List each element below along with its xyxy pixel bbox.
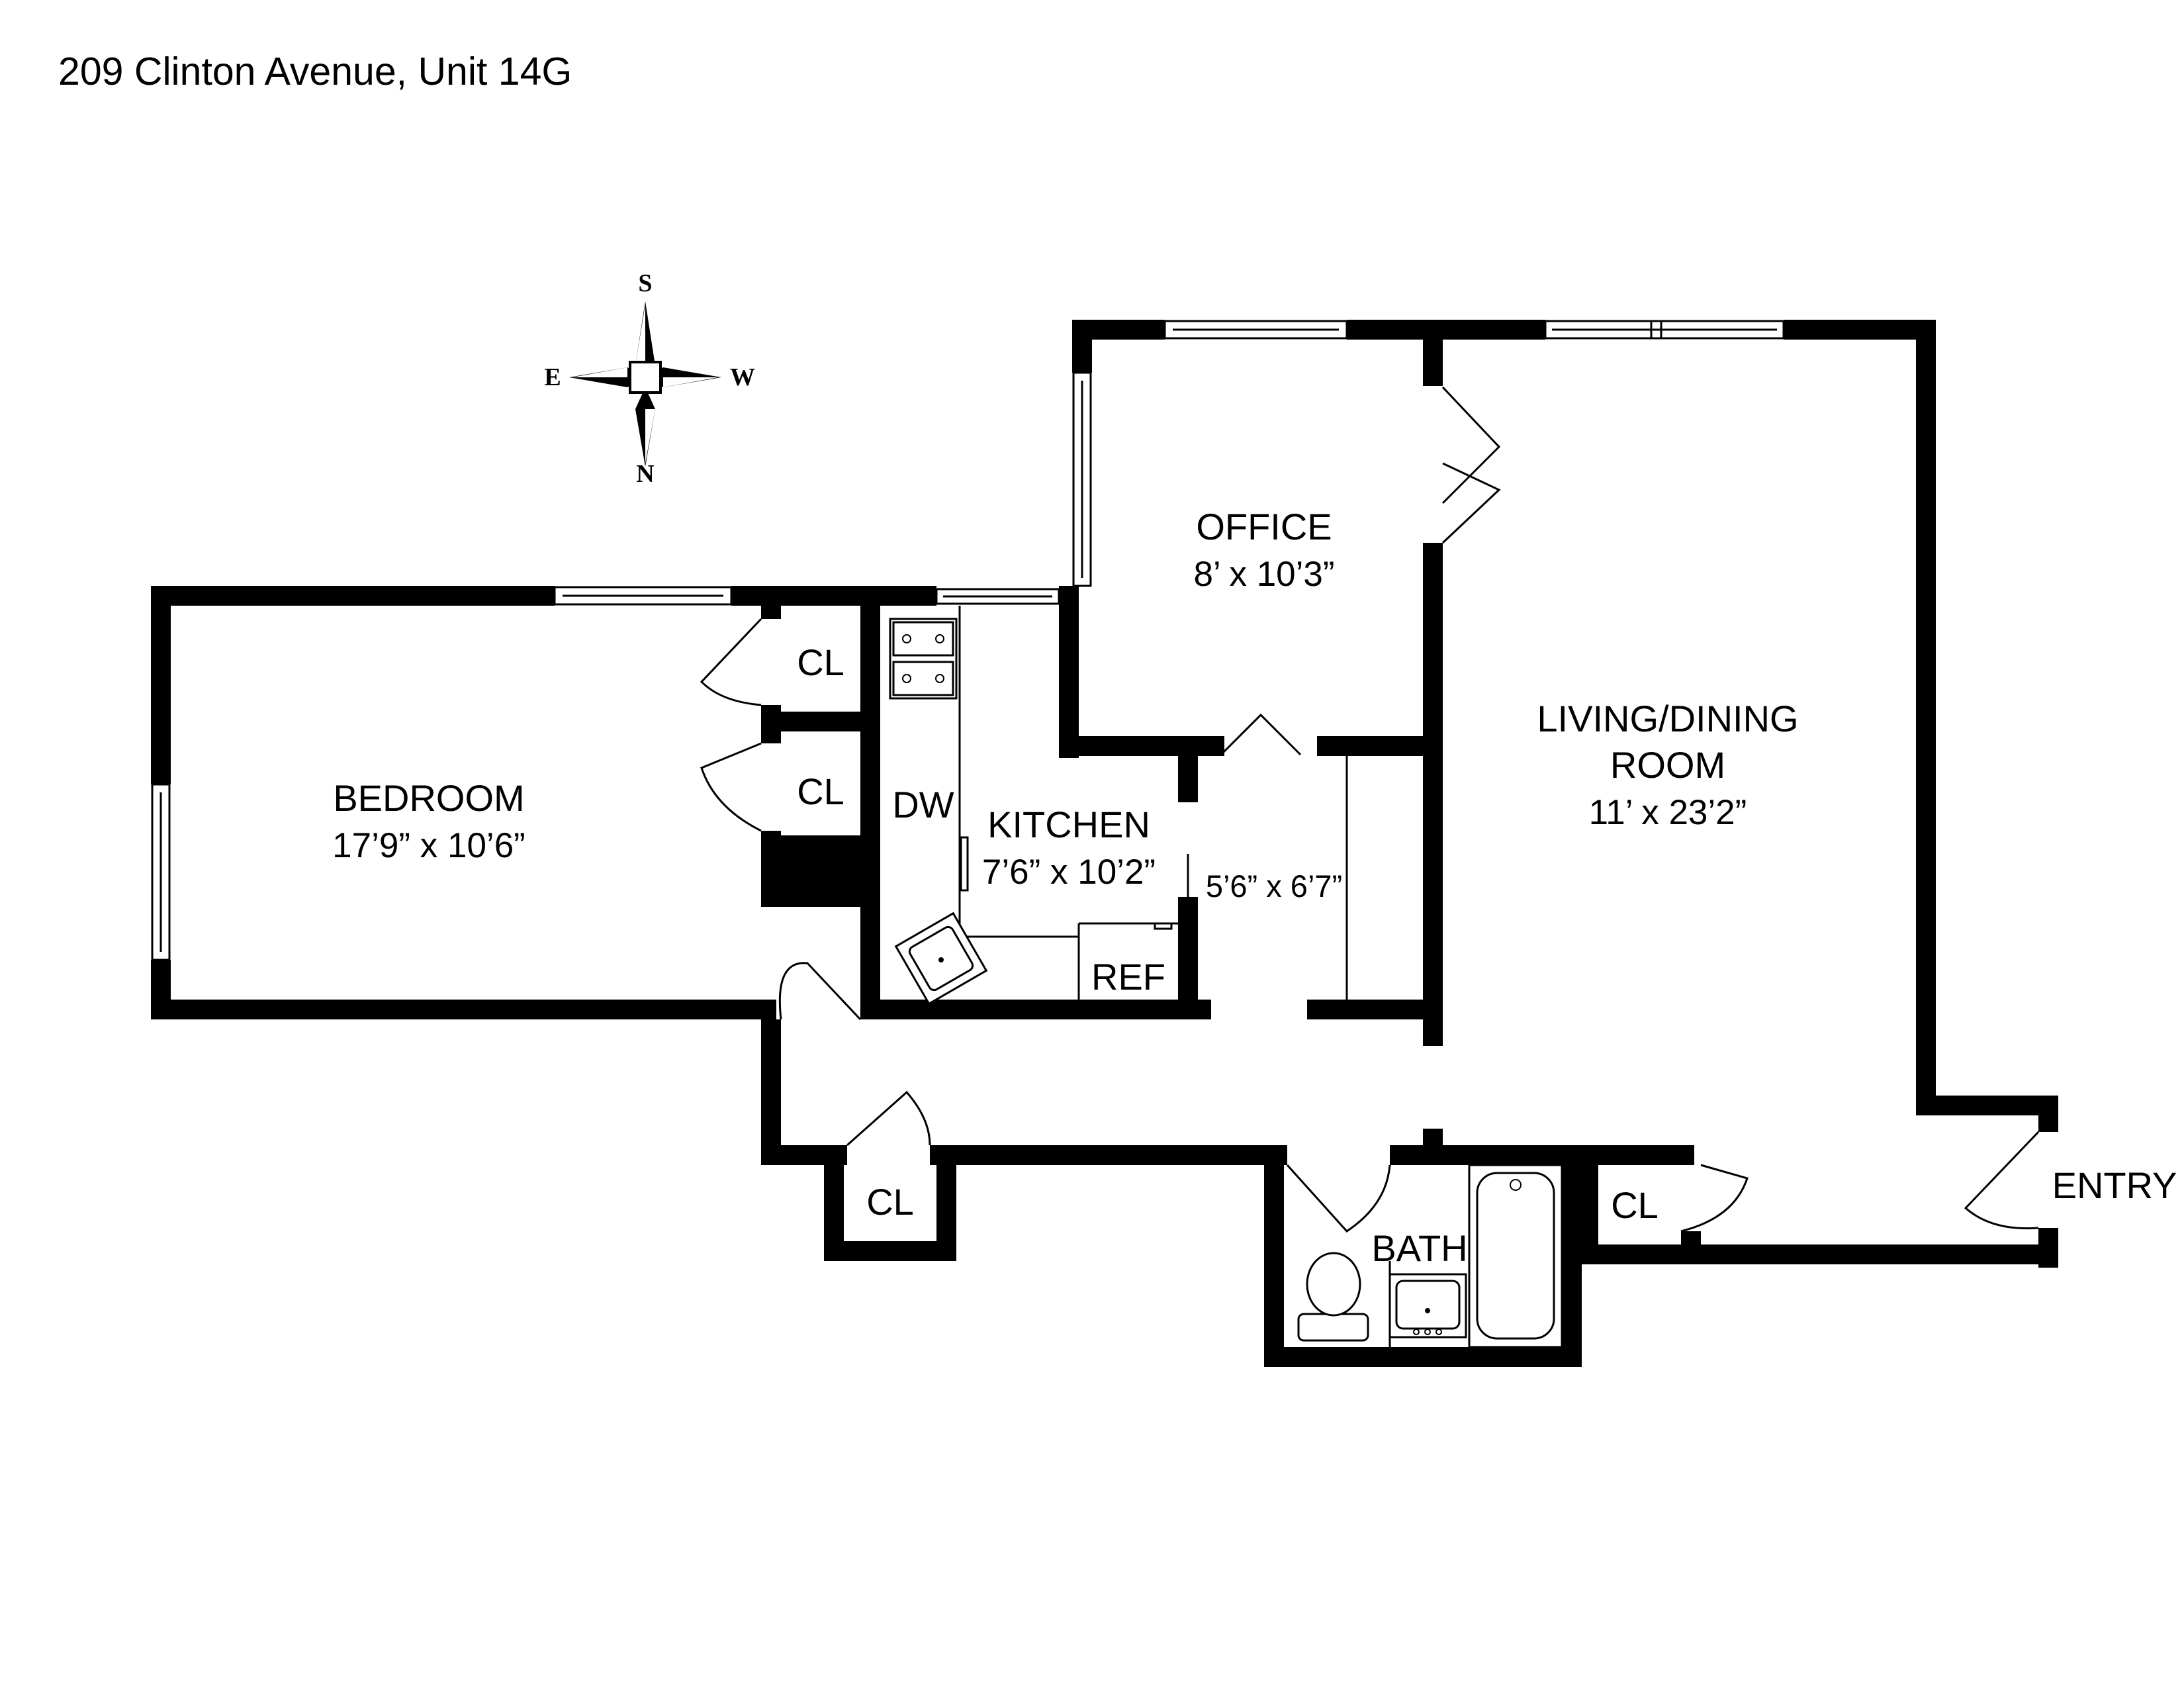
dishwasher-label: DW <box>892 784 954 825</box>
living-dims: 11’ x 23’2” <box>1589 793 1747 832</box>
entry-label: ENTRY <box>2052 1164 2177 1206</box>
entry-closet-label: CL <box>1611 1184 1659 1226</box>
walls <box>151 320 2058 1367</box>
doors <box>700 386 2040 1233</box>
compass-east-label: E <box>544 363 561 391</box>
bedroom-name: BEDROOM <box>333 777 524 819</box>
compass-south-label: S <box>638 269 652 297</box>
bedroom-closet-1-label: CL <box>797 641 844 683</box>
compass-west-label: W <box>730 363 755 391</box>
compass-north-label: N <box>636 460 654 488</box>
hall-closet-label: CL <box>866 1181 914 1223</box>
kitchen-name: KITCHEN <box>987 804 1150 845</box>
bedroom-dims: 17’9” x 10’6” <box>332 826 525 865</box>
compass-rose: S E W N <box>544 269 755 488</box>
fixtures <box>889 606 1563 1348</box>
foyer-dims: 5’6” x 6’7” <box>1206 868 1342 904</box>
bedroom-closet-2-label: CL <box>797 771 844 812</box>
room-labels: OFFICE 8’ x 10’3” LIVING/DINING ROOM 11’… <box>332 506 2177 1269</box>
office-name: OFFICE <box>1196 506 1332 547</box>
kitchen-dims: 7’6” x 10’2” <box>982 853 1156 892</box>
living-name-line2: ROOM <box>1610 744 1725 786</box>
bath-name: BATH <box>1371 1227 1467 1269</box>
office-dims: 8’ x 10’3” <box>1193 555 1334 594</box>
refrigerator-label: REF <box>1091 956 1165 998</box>
windows <box>151 320 1785 961</box>
living-name-line1: LIVING/DINING <box>1537 698 1798 739</box>
plan-title: 209 Clinton Avenue, Unit 14G <box>58 50 572 93</box>
